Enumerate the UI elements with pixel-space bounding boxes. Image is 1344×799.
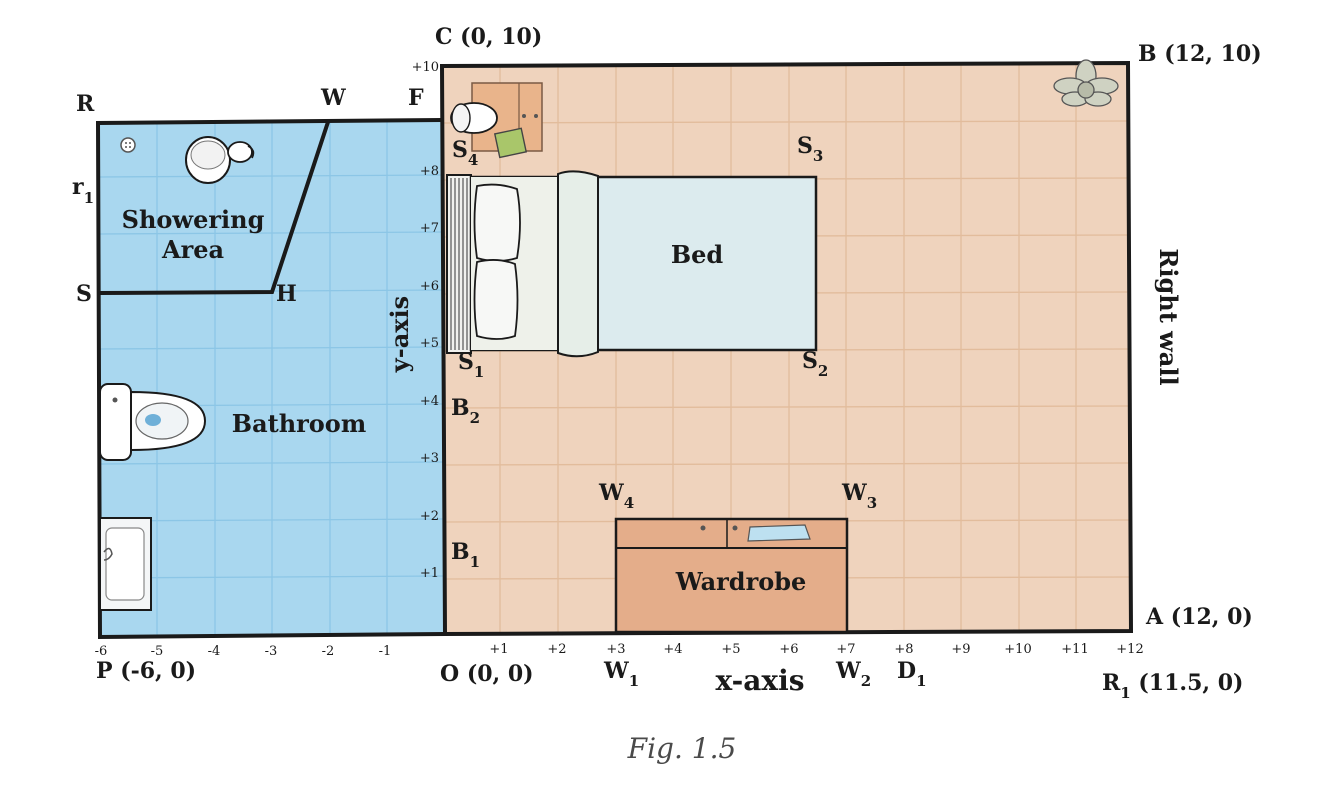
- wash-basin: [99, 517, 152, 611]
- point-w4-label: W4: [598, 480, 634, 512]
- x-tick: +4: [663, 642, 682, 657]
- point-s1-label: S1: [458, 349, 484, 381]
- figure-caption: Fig. 1.5: [627, 732, 737, 765]
- point-a-label: A (12, 0): [1145, 604, 1253, 630]
- point-w3-label: W3: [841, 480, 877, 512]
- x-tick: -4: [208, 644, 221, 659]
- point-b-label: B (12, 10): [1138, 41, 1262, 67]
- y-tick: +1: [420, 566, 439, 581]
- point-h-label: H: [276, 281, 297, 307]
- point-r-label: R: [76, 91, 95, 117]
- x-tick: +9: [951, 642, 970, 657]
- x-tick: +7: [836, 642, 855, 657]
- point-f-label: F: [408, 85, 424, 111]
- point-w1-label: W1: [603, 658, 639, 690]
- bathroom-tile-grid: [98, 121, 444, 636]
- y-tick: +6: [420, 279, 439, 294]
- x-axis-label: x-axis: [715, 664, 804, 697]
- x-tick: +5: [721, 642, 740, 657]
- bucket-and-mug-icon: [185, 136, 255, 184]
- wardrobe-label: Wardrobe: [675, 567, 807, 596]
- right-wall-label: Right wall: [1154, 248, 1183, 385]
- y-tick: +7: [420, 221, 439, 236]
- x-tick: -1: [379, 644, 392, 659]
- point-p-label: P (-6, 0): [96, 658, 196, 684]
- toilet: [99, 383, 207, 461]
- y-tick: +3: [420, 451, 439, 466]
- showering-area-label-line2: Area: [161, 235, 224, 264]
- point-r1-small-label: r1: [72, 174, 94, 207]
- x-tick: +11: [1061, 642, 1088, 657]
- x-tick: -2: [322, 644, 335, 659]
- x-tick: +8: [894, 642, 913, 657]
- point-o-label: O (0, 0): [440, 661, 534, 687]
- bedroom-wall: [439, 60, 1134, 637]
- bathroom-wall: [95, 118, 446, 640]
- x-tick: -5: [151, 644, 164, 659]
- nightstand-icon: [450, 82, 543, 159]
- point-c-label: C (0, 10): [435, 24, 542, 50]
- shower-drain-icon: [120, 137, 136, 153]
- x-tick: +3: [606, 642, 625, 657]
- point-b1-label: B1: [451, 539, 480, 571]
- y-tick: +8: [420, 164, 439, 179]
- x-axis-ticks: -6 -5 -4 -3 -2 -1 +1 +2 +3 +4 +5 +6 +7 +…: [95, 642, 1144, 659]
- x-tick: +2: [547, 642, 566, 657]
- shower-partition: [99, 121, 330, 295]
- potted-plant-icon: [1053, 59, 1119, 107]
- point-s3-label: S3: [797, 133, 823, 165]
- y-axis-label: y-axis: [385, 296, 414, 373]
- bed: [446, 170, 818, 358]
- bathroom-label: Bathroom: [232, 409, 366, 438]
- y-tick: +5: [420, 336, 439, 351]
- y-tick: +10: [412, 60, 439, 75]
- point-r1-label: R1 (11.5, 0): [1102, 670, 1243, 702]
- point-labels: C (0, 10) B (12, 10) A (12, 0) O (0, 0) …: [72, 24, 1262, 702]
- y-tick: +2: [420, 509, 439, 524]
- x-tick: +6: [779, 642, 798, 657]
- point-s2-label: S2: [802, 348, 828, 380]
- x-tick: -6: [95, 644, 108, 659]
- walls: [95, 60, 1134, 640]
- wardrobe: [614, 517, 849, 634]
- y-tick: +4: [420, 394, 439, 409]
- x-tick: +12: [1116, 642, 1143, 657]
- bed-label: Bed: [671, 240, 724, 269]
- point-w-label: W: [320, 85, 346, 111]
- showering-area-label-line1: Showering: [122, 205, 265, 234]
- point-b2-label: B2: [451, 395, 480, 427]
- point-w2-label: W2: [835, 658, 871, 690]
- point-d1-label: D1: [897, 658, 927, 690]
- point-s4-label: S4: [452, 137, 478, 169]
- point-s-label: S: [76, 281, 92, 307]
- x-tick: +10: [1004, 642, 1031, 657]
- y-axis-ticks: +1 +2 +3 +4 +5 +6 +7 +8 +10: [412, 60, 439, 581]
- x-tick: -3: [265, 644, 278, 659]
- x-tick: +1: [489, 642, 508, 657]
